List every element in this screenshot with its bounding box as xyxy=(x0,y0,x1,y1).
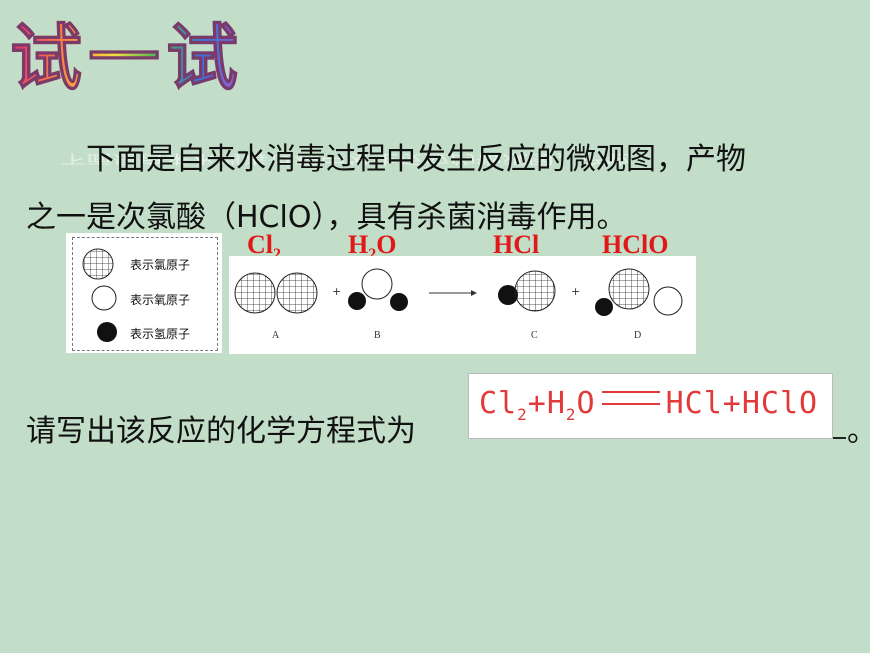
reaction-diagram: + + A B C D xyxy=(229,256,696,354)
answer-plus-h: +H xyxy=(527,386,566,421)
answer-h-sub: 2 xyxy=(565,405,577,424)
formula-h2o-h: H xyxy=(348,230,369,259)
label-d: D xyxy=(634,330,642,341)
svg-text:+: + xyxy=(332,285,341,298)
formula-hclo: HClO xyxy=(602,230,669,259)
hydrogen-atom-icon xyxy=(97,322,117,342)
label-a: A xyxy=(272,330,280,341)
chlorine-atom-icon xyxy=(82,248,114,280)
legend-border xyxy=(72,237,218,351)
oxygen-atom-icon xyxy=(91,285,117,311)
question-text: 请写出该反应的化学方程式为 xyxy=(26,414,416,449)
slide-title: 试一试 xyxy=(9,15,245,100)
molecule-c-hcl xyxy=(498,270,556,312)
reaction-svg: + + xyxy=(234,268,683,316)
molecule-d-hclo xyxy=(595,268,683,316)
svg-text:+: + xyxy=(571,285,580,298)
answer-cl: Cl xyxy=(479,386,518,421)
reaction-arrow xyxy=(429,290,477,296)
answer-products: HCl+HClO xyxy=(665,386,819,421)
formula-cl2: Cl2 xyxy=(247,230,281,264)
formula-h2o: H2O xyxy=(348,230,396,264)
label-c: C xyxy=(531,330,538,341)
molecule-a-cl2 xyxy=(234,272,318,314)
molecule-b-h2o xyxy=(348,268,408,311)
paragraph-line-1: 下面是自来水消毒过程中发生反应的微观图，产物 xyxy=(86,142,746,177)
legend-label-oxygen: 表示氧原子 xyxy=(130,293,191,307)
answer-o: O xyxy=(576,386,596,421)
legend-icons xyxy=(82,248,117,342)
atom-legend: 表示氯原子 表示氧原子 表示氢原子 xyxy=(66,233,222,353)
label-b: B xyxy=(374,330,381,341)
paragraph-line-2: 之一是次氯酸（HClO），具有杀菌消毒作用。 xyxy=(26,200,627,235)
legend-label-chlorine: 表示氯原子 xyxy=(130,258,191,272)
equals-sign xyxy=(601,391,660,405)
formula-h2o-o: O xyxy=(376,230,397,259)
plus-sign-2: + xyxy=(571,285,580,298)
question-period: 。 xyxy=(847,406,870,450)
formula-hcl: HCl xyxy=(493,230,540,259)
formula-cl2-base: Cl xyxy=(247,230,273,259)
answer-cl-sub: 2 xyxy=(517,405,528,424)
formula-h2o-sub: 2 xyxy=(368,246,377,264)
formula-cl2-sub: 2 xyxy=(273,246,281,264)
plus-sign-1: + xyxy=(332,285,341,298)
legend-label-hydrogen: 表示氢原子 xyxy=(130,327,191,341)
